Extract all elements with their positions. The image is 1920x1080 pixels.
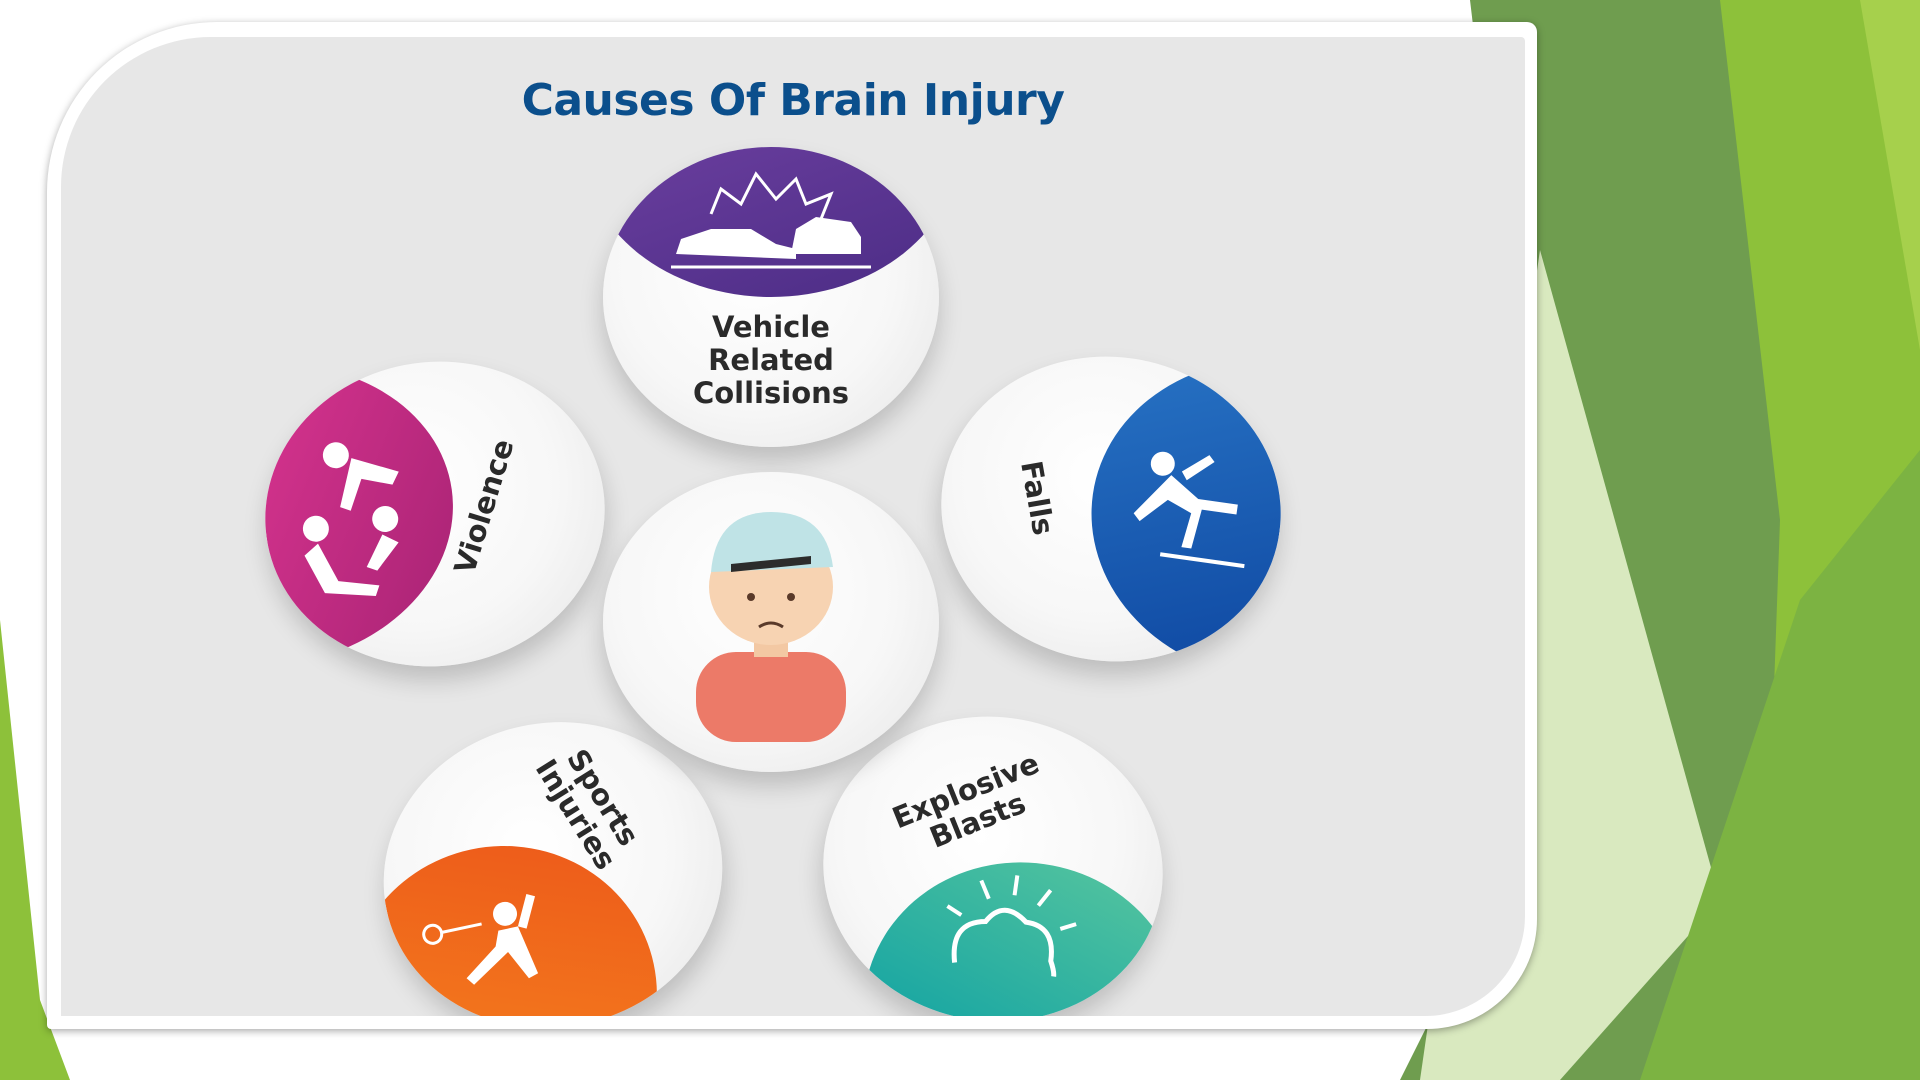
infographic-title: Causes Of Brain Injury <box>521 75 1065 126</box>
falls-label: Falls <box>1014 458 1061 538</box>
cause-vehicle-collisions: Vehicle Related Collisions <box>603 147 939 447</box>
vehicle-label-line2: Related <box>708 343 834 377</box>
center-injured-person <box>603 472 939 772</box>
cause-sports-injuries: Sports Injuries <box>355 690 751 1016</box>
injured-person-icon <box>696 512 846 742</box>
car-crash-icon <box>671 171 871 269</box>
sports-injury-icon <box>422 893 539 985</box>
cause-explosive-blasts: Explosive Blasts <box>803 694 1183 1016</box>
infographic: Causes Of Brain Injury Vehicle Related C… <box>61 37 1525 1016</box>
vehicle-label-line3: Collisions <box>692 376 850 410</box>
slip-fall-icon <box>1133 451 1245 569</box>
explosion-icon <box>946 875 1077 977</box>
violence-label: Violence <box>447 435 521 578</box>
fight-icon <box>302 442 399 597</box>
vehicle-label-line1: Vehicle <box>712 310 830 344</box>
cause-violence: Violence <box>245 339 625 689</box>
cause-falls: Falls <box>921 334 1301 684</box>
